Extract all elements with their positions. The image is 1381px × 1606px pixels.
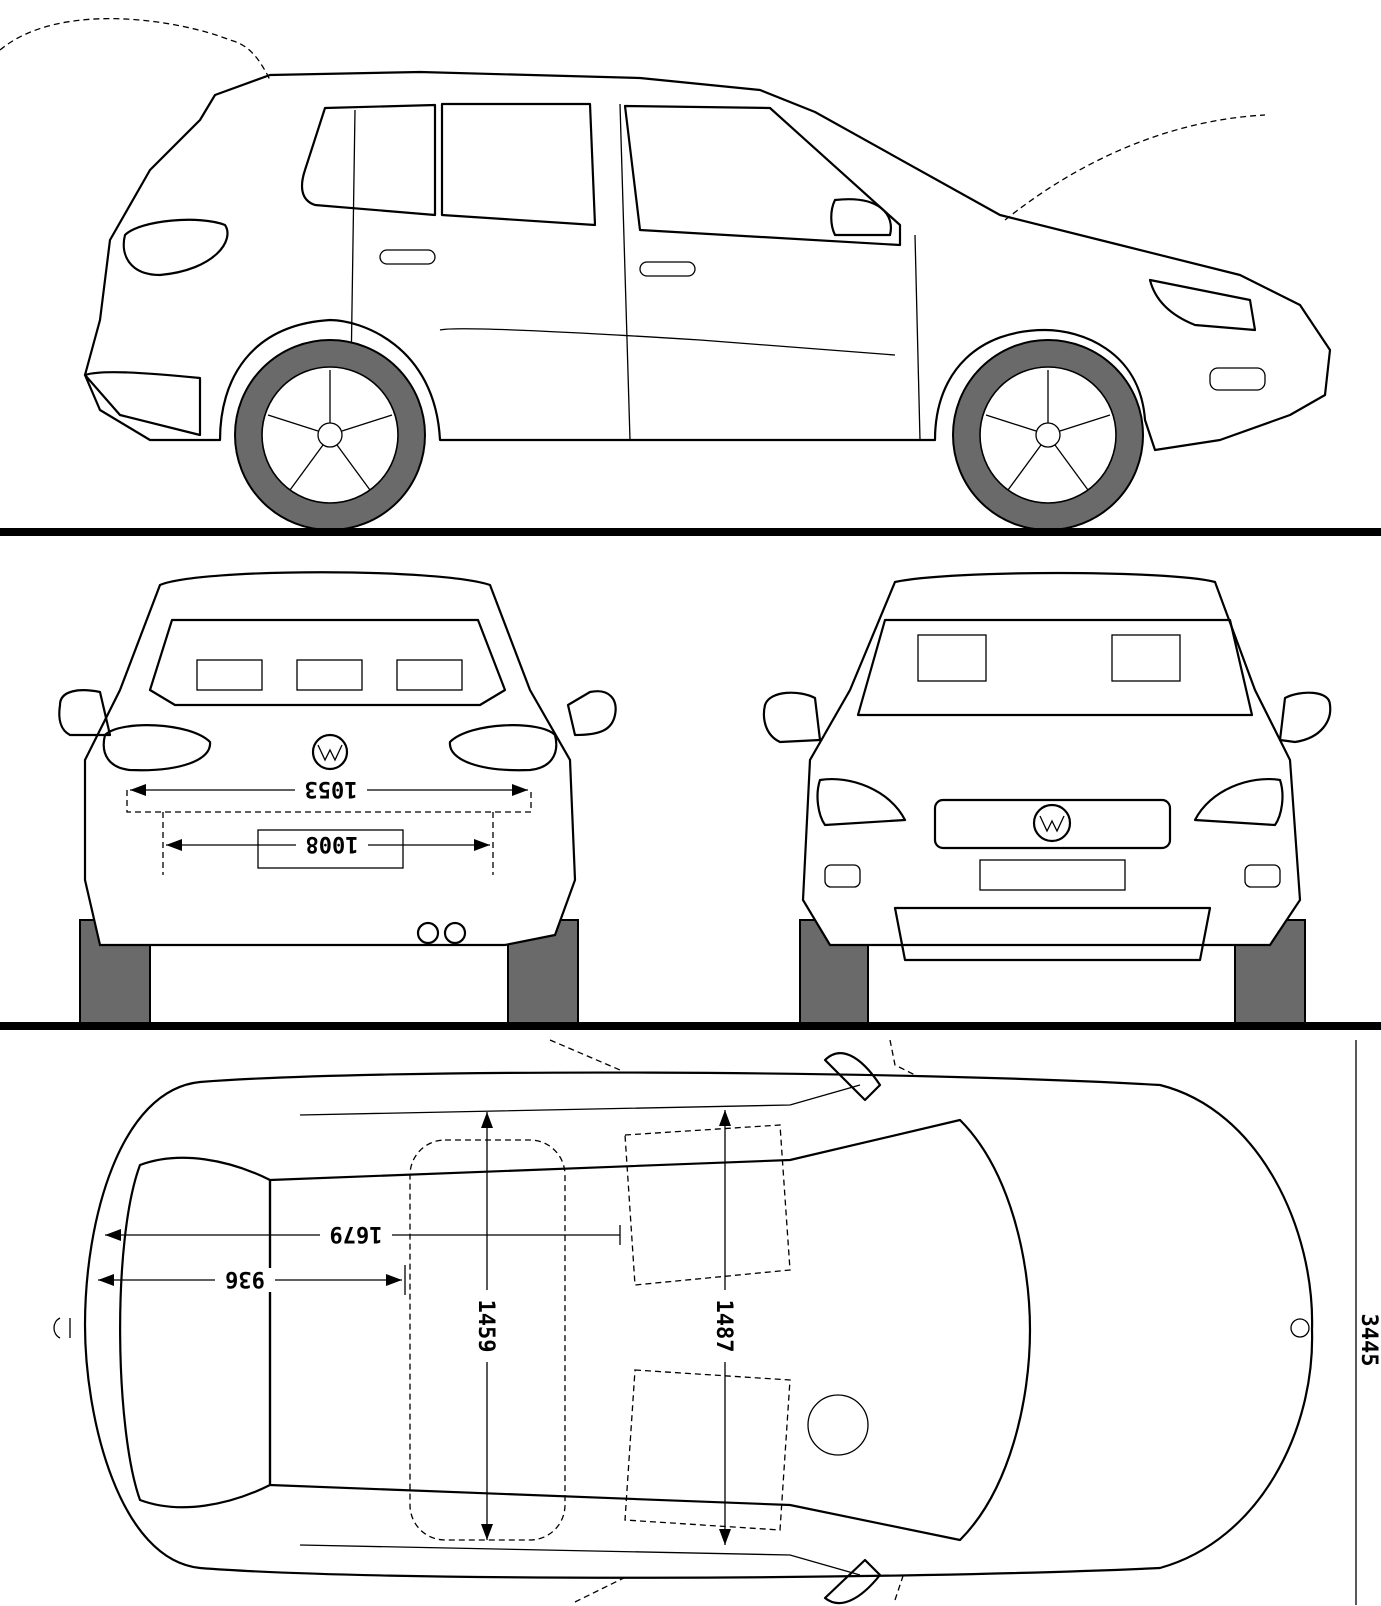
- rear-vw-badge-mark: [317, 744, 343, 762]
- rear-opening-guide: [162, 812, 494, 875]
- rear-side-window: [300, 103, 437, 217]
- dim-arrow-1679-left: [105, 1229, 121, 1241]
- body-crease: [439, 328, 896, 356]
- dim-label-bg-1053: [295, 778, 367, 802]
- rear-view: 1053 1008: [58, 571, 617, 1024]
- middle-side-window: [440, 102, 597, 227]
- rear-headrest-left: [196, 659, 263, 691]
- top-door-swing-upper-right: [889, 1039, 916, 1076]
- top-left-mirror: [823, 1052, 882, 1102]
- front-side-window: [623, 104, 902, 247]
- dim-arrow-1459-top: [481, 1112, 493, 1128]
- front-view-body: [801, 571, 1302, 947]
- tailgate-swing-arc: [0, 18, 271, 81]
- dim-arrow-1008-right: [474, 839, 490, 851]
- front-headrest-left: [917, 634, 987, 682]
- dim-arrow-936-right: [386, 1274, 402, 1286]
- front-grille: [933, 798, 1172, 850]
- ground-line-top: [0, 528, 1381, 536]
- rear-left-mirror: [58, 689, 112, 737]
- dim-label-1679: 1679: [330, 1221, 383, 1246]
- front-left-headlamp: [816, 778, 907, 827]
- dim-label-1487: 1487: [711, 1300, 736, 1353]
- top-window-strip-upper: [299, 1084, 861, 1116]
- rear-right-taillamp: [448, 724, 558, 772]
- dim-label-bg-1008: [296, 833, 368, 857]
- front-vw-badge: [1032, 803, 1072, 843]
- front-seat-outline-upper: [624, 1124, 791, 1286]
- rear-left-taillamp: [102, 724, 212, 772]
- ground-line-bottom: [0, 1022, 1381, 1030]
- rear-vw-badge: [311, 733, 349, 771]
- license-plate: [257, 829, 404, 869]
- rear-bumper: [83, 371, 202, 437]
- rear-window: [148, 618, 507, 707]
- dim-arrow-1487-bottom: [719, 1529, 731, 1545]
- door-seam-front: [914, 234, 921, 441]
- front-spokes: [985, 370, 1111, 491]
- side-body-outline: [83, 70, 1332, 452]
- top-view: 1679 936 1459 1487 3445: [53, 1039, 1381, 1605]
- fog-lamp: [1209, 367, 1266, 391]
- dim-label-936: 936: [225, 1266, 265, 1291]
- windshield: [856, 618, 1254, 717]
- rear-tow-mark: [53, 1317, 71, 1339]
- dim-arrow-936-left: [98, 1274, 114, 1286]
- rear-headrest-mid: [296, 659, 363, 691]
- rear-right-mirror: [566, 690, 617, 737]
- front-headrest-right: [1111, 634, 1181, 682]
- front-right-foglamp: [1244, 864, 1281, 888]
- exhaust-left: [416, 921, 440, 945]
- top-rear-window: [119, 1156, 272, 1509]
- side-mirror: [830, 198, 892, 237]
- front-view: [762, 571, 1332, 1024]
- dim-label-bg-1459: [475, 1290, 499, 1362]
- dim-arrow-1053-right: [512, 784, 528, 796]
- front-door-handle: [639, 261, 696, 277]
- dim-label-1053: 1053: [305, 776, 358, 801]
- front-right-headlamp: [1193, 778, 1284, 827]
- top-right-mirror: [823, 1558, 882, 1605]
- steering-wheel: [807, 1394, 869, 1456]
- front-right-mirror: [1278, 691, 1332, 744]
- front-left-foglamp: [824, 864, 861, 888]
- front-wheel-rim: [979, 366, 1117, 504]
- dim-label-bg-1487: [713, 1290, 737, 1362]
- top-body-outline: [83, 1071, 1314, 1579]
- door-seam-rear: [619, 103, 631, 441]
- rear-view-body: [83, 571, 577, 947]
- dim-arrow-1487-top: [719, 1110, 731, 1126]
- tail-lamp: [122, 218, 229, 277]
- front-vw-badge-mark: [1039, 815, 1065, 833]
- exhaust-right: [443, 921, 467, 945]
- dim-arrow-1008-left: [166, 839, 182, 851]
- headlamp: [1148, 278, 1257, 332]
- front-left-mirror: [762, 691, 822, 744]
- top-door-swing-lower-right: [894, 1569, 906, 1601]
- dim-label-1459: 1459: [473, 1300, 498, 1353]
- dim-arrow-1053-left: [130, 784, 146, 796]
- dim-label-bg-936: [215, 1268, 275, 1292]
- rear-wheel-rim: [261, 366, 399, 504]
- hood-swing-arc: [1004, 114, 1266, 221]
- top-roof-panel: [268, 1118, 1032, 1542]
- front-seat-outline-lower: [624, 1369, 791, 1531]
- side-view: [0, 18, 1332, 531]
- top-vw-badge: [1290, 1318, 1310, 1338]
- top-window-strip-lower: [299, 1544, 861, 1576]
- front-plate-area: [979, 859, 1126, 891]
- rear-headrest-right: [396, 659, 463, 691]
- dim-arrow-1459-bottom: [481, 1524, 493, 1540]
- rear-spokes: [267, 370, 393, 491]
- top-door-swing-upper-left: [549, 1039, 621, 1071]
- dim-label-overall: 3445: [1356, 1314, 1381, 1367]
- rear-track-guide: [126, 790, 532, 813]
- rear-door-handle: [379, 249, 436, 265]
- dim-label-1008: 1008: [306, 831, 359, 856]
- dim-label-bg-1679: [320, 1223, 392, 1247]
- front-skid-plate: [893, 906, 1212, 962]
